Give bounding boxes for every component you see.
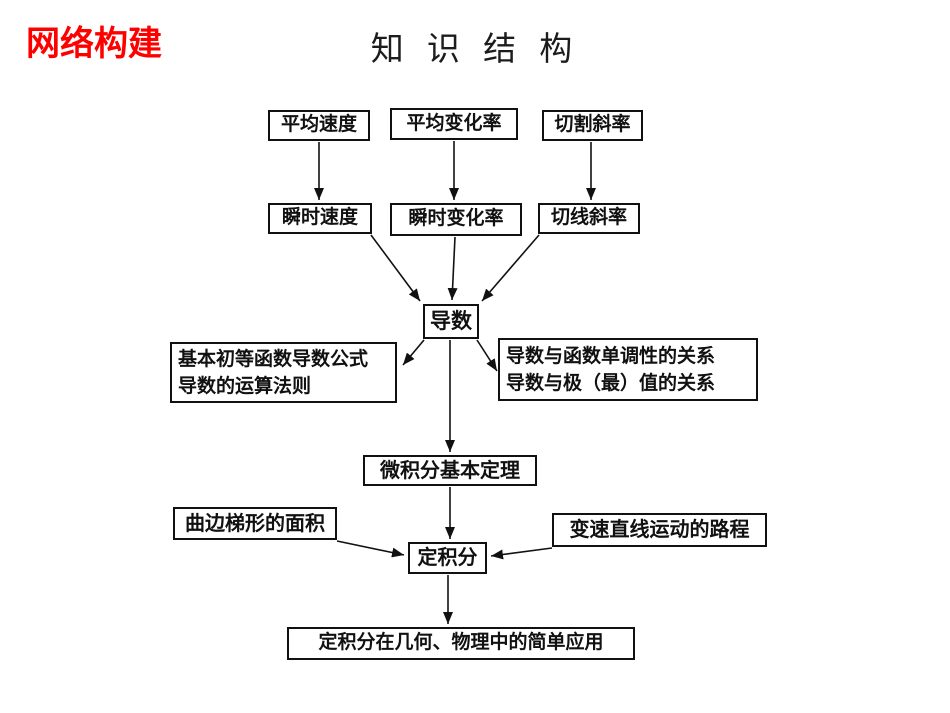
node-tangent-slope: 切线斜率 — [538, 203, 640, 234]
node-definite-integral: 定积分 — [408, 542, 487, 574]
edge-derivative-to-relations — [476, 339, 498, 372]
node-label: 平均速度 — [280, 114, 357, 136]
node-average-rate-of-change: 平均变化率 — [390, 108, 518, 140]
node-curved-trapezoid-area: 曲边梯形的面积 — [173, 507, 337, 540]
node-label: 变速直线运动的路程 — [569, 519, 750, 541]
node-label: 导数 — [430, 308, 472, 333]
page-title: 知 识 结 构 — [370, 30, 580, 67]
node-secant-slope: 切割斜率 — [542, 110, 643, 141]
node-label-line1: 导数与函数单调性的关系 — [506, 345, 716, 367]
node-label-line2: 导数与极（最）值的关系 — [506, 372, 716, 394]
node-label-line2: 导数的运算法则 — [178, 375, 312, 397]
node-label: 切线斜率 — [550, 207, 627, 229]
node-derivative-formulas-and-rules: 基本初等函数导数公式 导数的运算法则 — [170, 342, 397, 403]
node-label: 曲边梯形的面积 — [185, 512, 325, 535]
node-label-line1: 基本初等函数导数公式 — [178, 348, 369, 370]
node-label: 瞬时速度 — [281, 207, 358, 229]
node-derivative: 导数 — [423, 304, 479, 339]
edge-inst-speed-to-derivative — [370, 234, 421, 302]
edge-tangent-to-derivative — [481, 234, 540, 302]
edge-trapezoid-to-definite-integral — [336, 540, 405, 558]
section-badge: 网络构建 — [26, 25, 162, 63]
node-average-speed: 平均速度 — [268, 110, 370, 141]
node-label: 瞬时变化率 — [408, 208, 504, 230]
node-fundamental-theorem-of-calculus: 微积分基本定理 — [363, 455, 537, 486]
node-monotonicity-extreme-relations: 导数与函数单调性的关系 导数与极（最）值的关系 — [498, 338, 758, 401]
node-label: 定积分 — [417, 547, 478, 569]
node-label: 定积分在几何、物理中的简单应用 — [318, 632, 604, 654]
node-instantaneous-rate-of-change: 瞬时变化率 — [390, 203, 522, 236]
node-label: 切割斜率 — [554, 114, 631, 136]
node-label: 平均变化率 — [406, 112, 502, 134]
edge-variable-speed-to-definite-integral — [490, 547, 553, 560]
edge-derivative-to-formulas — [402, 339, 425, 366]
node-applications: 定积分在几何、物理中的简单应用 — [287, 627, 635, 660]
node-instantaneous-speed: 瞬时速度 — [268, 203, 372, 234]
node-label: 微积分基本定理 — [380, 459, 520, 482]
edge-inst-rate-to-derivative — [447, 236, 458, 301]
node-variable-speed-motion-distance: 变速直线运动的路程 — [552, 513, 767, 547]
